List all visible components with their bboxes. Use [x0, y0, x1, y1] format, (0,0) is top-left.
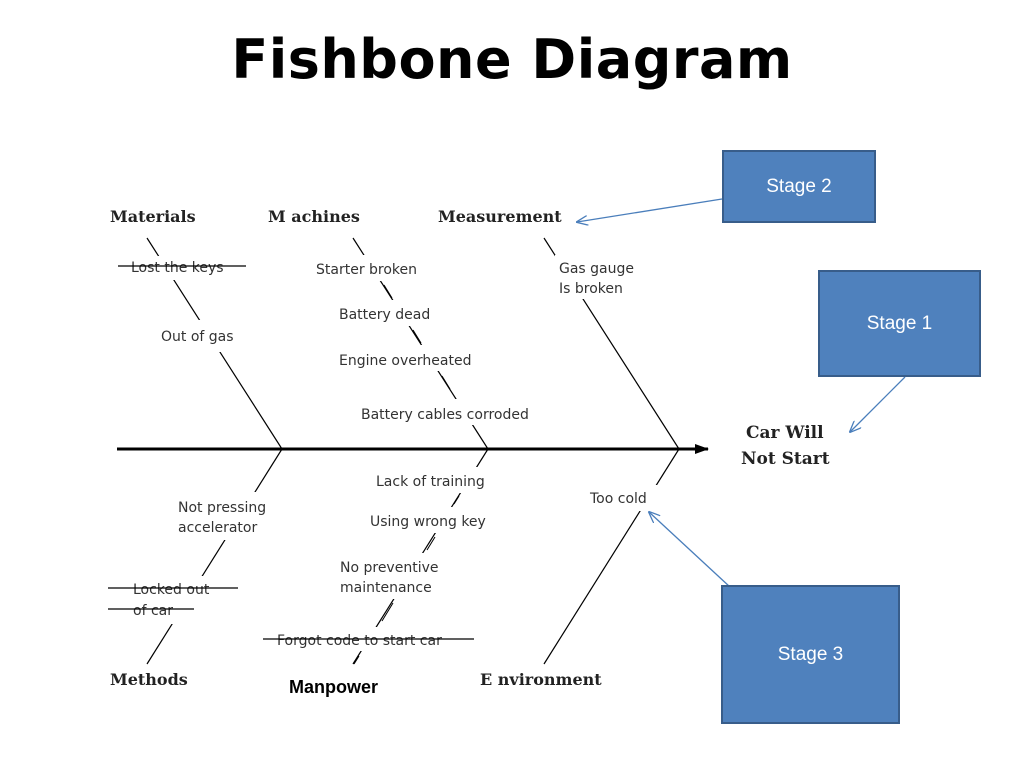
bone-methods [146, 448, 283, 665]
cause-forgot-code: Forgot code to start car [277, 633, 442, 649]
category-manpower: Manpower [289, 677, 379, 697]
cause-starter-broken: Starter broken [316, 262, 417, 278]
cause-not-pressing-line-1: Not pressing [178, 500, 266, 516]
bone-environment [543, 448, 680, 665]
effect-line-2: Not Start [741, 449, 830, 469]
category-methods: Methods [110, 670, 188, 689]
stage-3-box: Stage 3 [721, 585, 900, 724]
cause-lost-keys: Lost the keys [131, 260, 224, 276]
cause-battery-cables: Battery cables corroded [361, 407, 529, 423]
category-measurement: Measurement [438, 207, 562, 226]
stage-1-label: Stage 1 [866, 312, 933, 334]
cause-no-maintenance-line-1: No preventive [340, 560, 439, 576]
cause-locked-out-line-1: Locked out [133, 582, 210, 598]
stage-1-box: Stage 1 [818, 270, 981, 377]
cause-locked-out-line-2: of car [133, 603, 173, 619]
category-environment: E nvironment [480, 670, 602, 689]
cause-too-cold: Too cold [589, 491, 647, 507]
cause-gas-gauge-line-2: Is broken [559, 281, 623, 297]
stage-2-box: Stage 2 [722, 150, 876, 223]
cause-battery-dead: Battery dead [339, 307, 430, 323]
category-machines: M achines [268, 207, 360, 226]
stage2-arrow [577, 198, 723, 222]
cause-wrong-key: Using wrong key [370, 514, 486, 530]
cause-lack-training: Lack of training [376, 474, 485, 490]
cause-no-maintenance-line-2: maintenance [340, 580, 432, 596]
stage1-arrow [850, 376, 906, 432]
stage-3-label: Stage 3 [777, 643, 844, 665]
stage-2-label: Stage 2 [766, 175, 832, 197]
cause-gas-gauge-line-1: Gas gauge [559, 261, 634, 277]
page-title: Fishbone Diagram [231, 28, 793, 91]
cause-not-pressing-line-2: accelerator [178, 520, 257, 536]
cause-out-of-gas: Out of gas [161, 329, 234, 345]
category-materials: Materials [110, 207, 196, 226]
cause-engine-overheated: Engine overheated [339, 353, 471, 369]
effect-line-1: Car Will [746, 423, 824, 443]
